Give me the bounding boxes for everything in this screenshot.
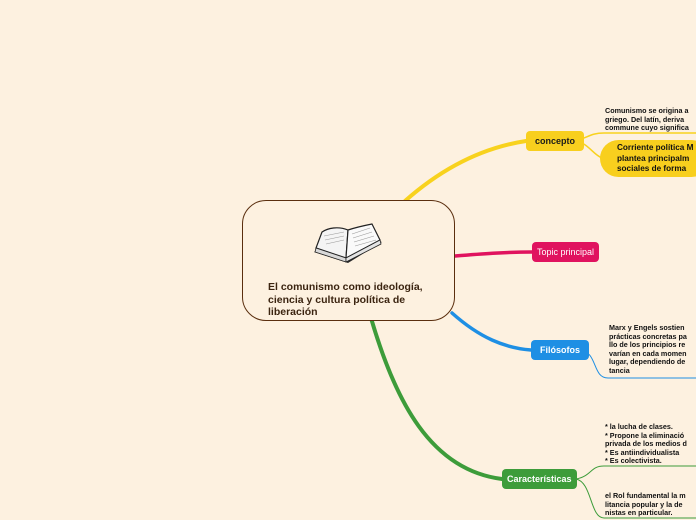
note-caracteristicas-list[interactable]: * la lucha de clases. * Propone la elimi…: [605, 423, 687, 466]
note-concepto-definition[interactable]: Comunismo se origina a griego. Del latín…: [605, 107, 689, 133]
bubble-concepto-text: Corriente política M plantea principalm …: [617, 143, 694, 173]
note-caracteristicas-rol[interactable]: el Rol fundamental la m litancia popular…: [605, 492, 686, 518]
central-topic-title: El comunismo como ideología, ciencia y c…: [268, 281, 423, 318]
note-filosofos[interactable]: Marx y Engels sostien prácticas concreta…: [609, 324, 687, 375]
central-topic[interactable]: [242, 200, 455, 321]
topic-filosofos[interactable]: Filósofos: [531, 340, 589, 360]
topic-concepto[interactable]: concepto: [526, 131, 585, 151]
sub-branch-caracteristicas-1: [575, 465, 696, 480]
branch-concepto: [403, 139, 528, 203]
open-book-icon: [314, 223, 382, 263]
branch-filosofos: [450, 311, 533, 352]
bubble-concepto-corriente[interactable]: [600, 140, 696, 177]
sub-branch-caracteristicas-2: [575, 478, 696, 519]
topic-topic-principal[interactable]: Topic principal: [532, 242, 600, 262]
branch-caracteristicas: [369, 316, 504, 481]
topic-caracteristicas[interactable]: Características: [502, 469, 577, 489]
branch-topic-principal: [453, 250, 534, 258]
